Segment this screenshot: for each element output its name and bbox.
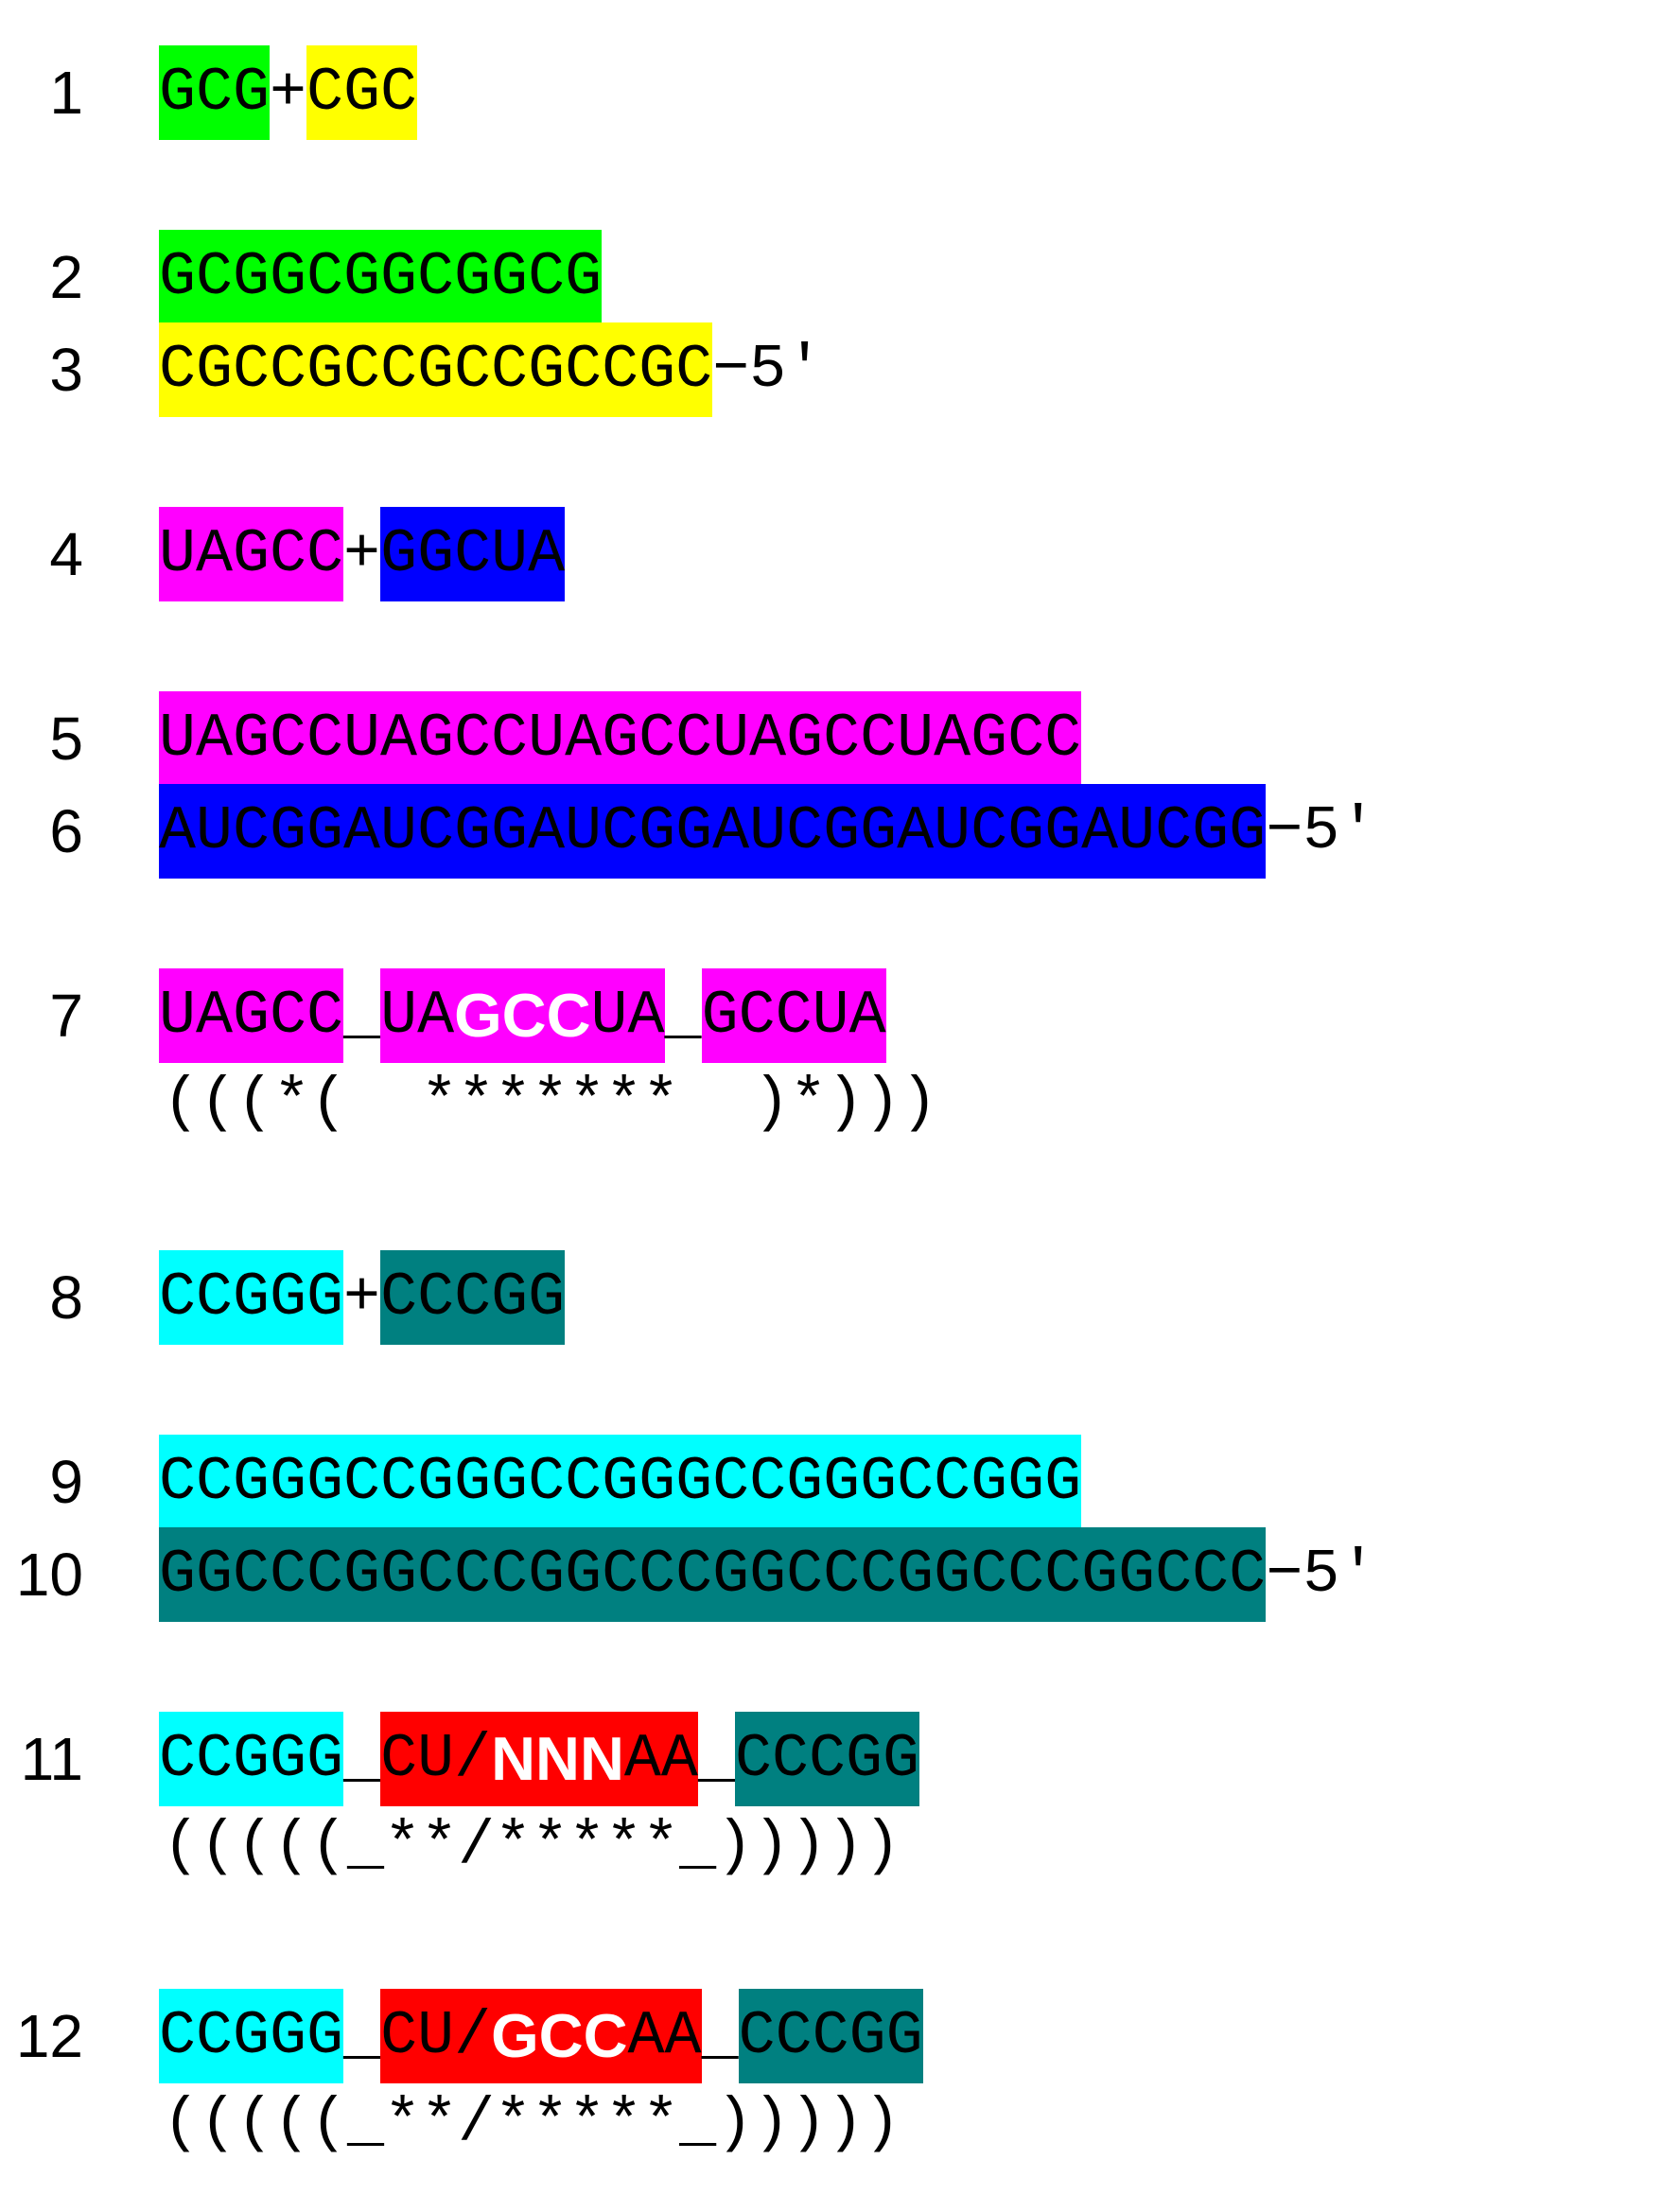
- sequence-segment-magenta: UA: [380, 968, 455, 1063]
- sequence-strand: GGCCCGGCCCGGCCCGGCCCGGCCCGGCCC−5′: [159, 1527, 1376, 1622]
- row-number: 11: [20, 1725, 83, 1793]
- sequence-strand: UAGCC_UAGCCUA_GCCUA: [159, 968, 886, 1063]
- separator: +: [343, 519, 381, 589]
- separator: _: [343, 1724, 381, 1794]
- separator: _: [697, 1724, 735, 1794]
- sequence-segment-magenta: UAGCCUAGCCUAGCCUAGCCUAGCC: [159, 691, 1082, 786]
- sequence-row-10: 10 GGCCCGGCCCGGCCCGGCCCGGCCCGGCCC−5′: [0, 1527, 1679, 1622]
- sequence-segment-blue: GGCUA: [380, 507, 566, 601]
- highlighted-nucleotides: GCC: [454, 968, 591, 1063]
- sequence-segment-yellow: CGCCGCCGCCGCCGC: [159, 322, 713, 417]
- secondary-structure-notation: (((*( ******* )*))): [163, 1068, 938, 1138]
- highlighted-nucleotides: GCC: [491, 1989, 628, 2083]
- separator: _: [664, 981, 702, 1051]
- row-number: 2: [49, 243, 83, 311]
- sequence-segment-green: GCG: [159, 45, 271, 140]
- highlighted-nucleotides: NNN: [491, 1712, 624, 1806]
- sequence-row-8: 8 CCGGG+CCCGG: [0, 1250, 1679, 1345]
- sequence-row-6: 6 AUCGGAUCGGAUCGGAUCGGAUCGGAUCGG−5′: [0, 784, 1679, 879]
- secondary-structure-notation: (((((_**/*****_))))): [163, 2088, 901, 2158]
- sequence-row-9: 9 CCGGGCCGGGCCGGGCCGGGCCGGG: [0, 1435, 1679, 1529]
- sequence-segment-red: CU/: [380, 1712, 492, 1806]
- sequence-segment-red: AA: [623, 1712, 698, 1806]
- sequence-segment-yellow: CGC: [306, 45, 418, 140]
- sequence-strand: GCGGCGGCGGCG: [159, 230, 603, 324]
- sequence-segment-magenta: GCCUA: [701, 968, 886, 1063]
- row-number: 10: [15, 1541, 83, 1609]
- separator: +: [270, 58, 307, 128]
- sequence-segment-blue: AUCGGAUCGGAUCGGAUCGGAUCGGAUCGG: [159, 784, 1267, 879]
- sequence-strand: CCGGG+CCCGG: [159, 1250, 566, 1345]
- secondary-structure-notation: (((((_**/*****_))))): [163, 1811, 901, 1881]
- row-number: 4: [49, 520, 83, 588]
- separator: −5′: [1266, 1540, 1377, 1610]
- sequence-segment-cyan: CCGGG: [159, 1989, 344, 2083]
- row-number: 12: [15, 2002, 83, 2070]
- sequence-segment-teal: GGCCCGGCCCGGCCCGGCCCGGCCCGGCCC: [159, 1527, 1267, 1622]
- separator: +: [343, 1263, 381, 1332]
- separator: −5′: [712, 335, 824, 405]
- row-number: 7: [49, 982, 83, 1050]
- row-number: 3: [49, 336, 83, 404]
- separator: −5′: [1266, 796, 1377, 866]
- row-number: 5: [49, 705, 83, 773]
- sequence-segment-cyan: CCGGG: [159, 1250, 344, 1345]
- sequence-strand: GCG+CGC: [159, 45, 418, 140]
- sequence-strand: UAGCC+GGCUA: [159, 507, 566, 601]
- sequence-segment-magenta: UA: [590, 968, 665, 1063]
- separator: _: [343, 2001, 381, 2071]
- row-number: 1: [49, 59, 83, 127]
- sequence-row-3: 3 CGCCGCCGCCGCCGC−5′: [0, 322, 1679, 417]
- sequence-segment-cyan: CCGGG: [159, 1712, 344, 1806]
- separator: _: [701, 2001, 739, 2071]
- sequence-segment-green: GCGGCGGCGGCG: [159, 230, 603, 324]
- sequence-segment-magenta: UAGCC: [159, 507, 344, 601]
- sequence-strand: UAGCCUAGCCUAGCCUAGCCUAGCC: [159, 691, 1082, 786]
- sequence-segment-red: CU/: [380, 1989, 492, 2083]
- sequence-segment-red: AA: [627, 1989, 702, 2083]
- sequence-segment-teal: CCCGG: [734, 1712, 919, 1806]
- sequence-segment-cyan: CCGGGCCGGGCCGGGCCGGGCCGGG: [159, 1435, 1082, 1529]
- sequence-row-5: 5 UAGCCUAGCCUAGCCUAGCCUAGCC: [0, 691, 1679, 786]
- separator: _: [343, 981, 381, 1051]
- sequence-segment-teal: CCCGG: [380, 1250, 566, 1345]
- row-number: 6: [49, 797, 83, 865]
- row-number: 8: [49, 1263, 83, 1332]
- sequence-strand: AUCGGAUCGGAUCGGAUCGGAUCGGAUCGG−5′: [159, 784, 1376, 879]
- sequence-strand: CCGGG_CU/NNNAA_CCCGG: [159, 1712, 919, 1806]
- sequence-strand: CGCCGCCGCCGCCGC−5′: [159, 322, 823, 417]
- sequence-row-2: 2 GCGGCGGCGGCG: [0, 230, 1679, 324]
- sequence-segment-teal: CCCGG: [738, 1989, 923, 2083]
- sequence-segment-magenta: UAGCC: [159, 968, 344, 1063]
- sequence-row-1: 1 GCG+CGC: [0, 45, 1679, 140]
- sequence-strand: CCGGGCCGGGCCGGGCCGGGCCGGG: [159, 1435, 1082, 1529]
- row-number: 9: [49, 1448, 83, 1516]
- sequence-row-4: 4 UAGCC+GGCUA: [0, 507, 1679, 601]
- sequence-strand: CCGGG_CU/GCCAA_CCCGG: [159, 1989, 923, 2083]
